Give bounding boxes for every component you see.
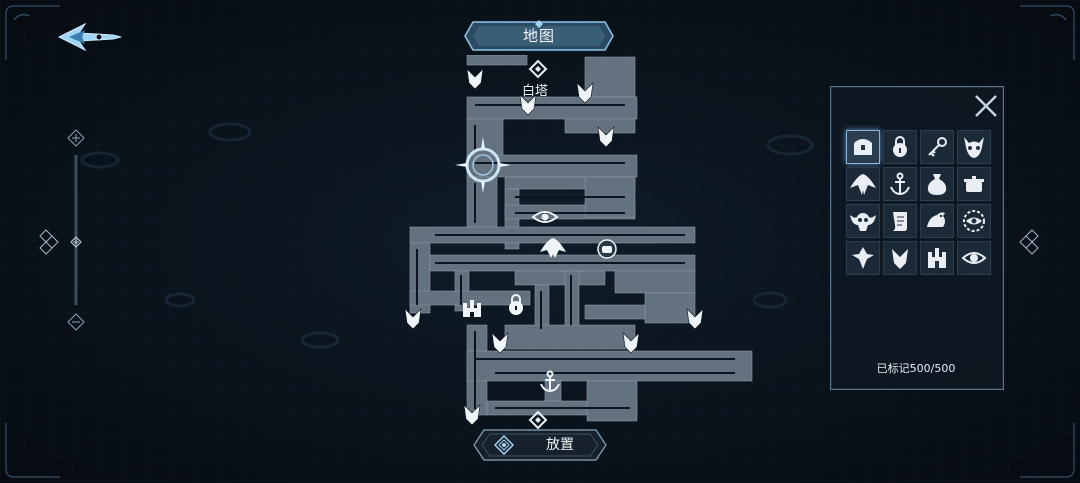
zoom-slider[interactable] bbox=[60, 125, 92, 335]
place-button[interactable] bbox=[472, 428, 608, 462]
close-icon bbox=[975, 95, 997, 117]
marker-option-key[interactable] bbox=[920, 130, 954, 164]
marker-option-eye[interactable] bbox=[957, 241, 991, 275]
marker-option-bird[interactable] bbox=[920, 204, 954, 238]
treasure-chest-icon bbox=[854, 139, 872, 155]
marker-option-eye-wheel[interactable] bbox=[957, 204, 991, 238]
cooking-pot-marker-icon bbox=[597, 239, 617, 259]
marker-option-castle[interactable] bbox=[920, 241, 954, 275]
marker-option-crest[interactable] bbox=[846, 241, 880, 275]
manta-ray-icon bbox=[850, 174, 876, 195]
crest-marker-icon bbox=[852, 247, 874, 269]
castle-icon bbox=[928, 248, 946, 268]
marked-count: 已标记500/500 bbox=[876, 362, 956, 375]
marker-option-cooking-pot[interactable] bbox=[957, 167, 991, 201]
chevron-marker-icon bbox=[491, 332, 509, 354]
lock-icon bbox=[893, 136, 907, 157]
chevron-marker-icon bbox=[597, 126, 615, 148]
back-arrow-icon bbox=[57, 22, 122, 52]
marker-option-money-bag[interactable] bbox=[920, 167, 954, 201]
chevron-marker-icon bbox=[463, 404, 481, 426]
marker-option-treasure-chest[interactable] bbox=[846, 130, 880, 164]
marker-icon-grid bbox=[846, 130, 992, 276]
key-icon bbox=[928, 137, 947, 157]
chevron-marker-icon bbox=[686, 308, 704, 330]
marker-option-manta-ray[interactable] bbox=[846, 167, 880, 201]
anchor-icon bbox=[890, 172, 910, 196]
location-marker-icon bbox=[528, 59, 548, 79]
scroll-icon bbox=[893, 212, 907, 231]
chevron-marker-icon bbox=[519, 94, 537, 116]
white-tower-marker bbox=[455, 137, 511, 193]
marker-option-lock[interactable] bbox=[883, 130, 917, 164]
location-label: 白塔 bbox=[522, 84, 549, 99]
page-title: 地图 bbox=[522, 27, 555, 45]
place-button-label: 放置 bbox=[546, 437, 574, 453]
marker-option-scroll[interactable] bbox=[883, 204, 917, 238]
back-button[interactable] bbox=[55, 18, 125, 56]
diamond-arrow-right-icon bbox=[1019, 229, 1039, 255]
eye-marker-icon bbox=[531, 211, 559, 223]
bird-icon bbox=[927, 212, 945, 227]
eye-icon bbox=[961, 252, 987, 264]
marker-option-demon-mask[interactable] bbox=[957, 130, 991, 164]
chevron-marker-icon bbox=[466, 68, 484, 90]
chevron-marker-icon bbox=[405, 308, 422, 330]
zoom-track bbox=[67, 129, 85, 331]
bat-skull-icon bbox=[850, 213, 876, 231]
marker-option-anchor[interactable] bbox=[883, 167, 917, 201]
location-marker-icon bbox=[528, 410, 548, 430]
castle-marker-icon bbox=[463, 300, 481, 317]
next-page-button[interactable] bbox=[1018, 228, 1040, 256]
dungeon-map[interactable] bbox=[405, 55, 755, 430]
close-button[interactable] bbox=[972, 92, 1000, 120]
chevron-marker-icon bbox=[892, 249, 908, 269]
money-bag-icon bbox=[927, 174, 947, 195]
marker-option-chevron[interactable] bbox=[883, 241, 917, 275]
marker-place-icon bbox=[494, 435, 514, 455]
anchor-marker-icon bbox=[540, 370, 560, 393]
eye-wheel-icon bbox=[963, 210, 985, 232]
diamond-arrow-left-icon bbox=[39, 229, 59, 255]
lock-marker-icon bbox=[509, 294, 523, 315]
title-banner bbox=[464, 20, 614, 51]
prev-page-button[interactable] bbox=[38, 228, 60, 256]
marker-option-bat-skull[interactable] bbox=[846, 204, 880, 238]
chevron-marker-icon bbox=[576, 82, 594, 104]
cooking-pot-icon bbox=[964, 176, 984, 192]
demon-mask-icon bbox=[964, 137, 984, 158]
chevron-marker-icon bbox=[622, 332, 640, 354]
manta-ray-marker-icon bbox=[540, 238, 566, 258]
place-button-frame bbox=[473, 429, 607, 461]
